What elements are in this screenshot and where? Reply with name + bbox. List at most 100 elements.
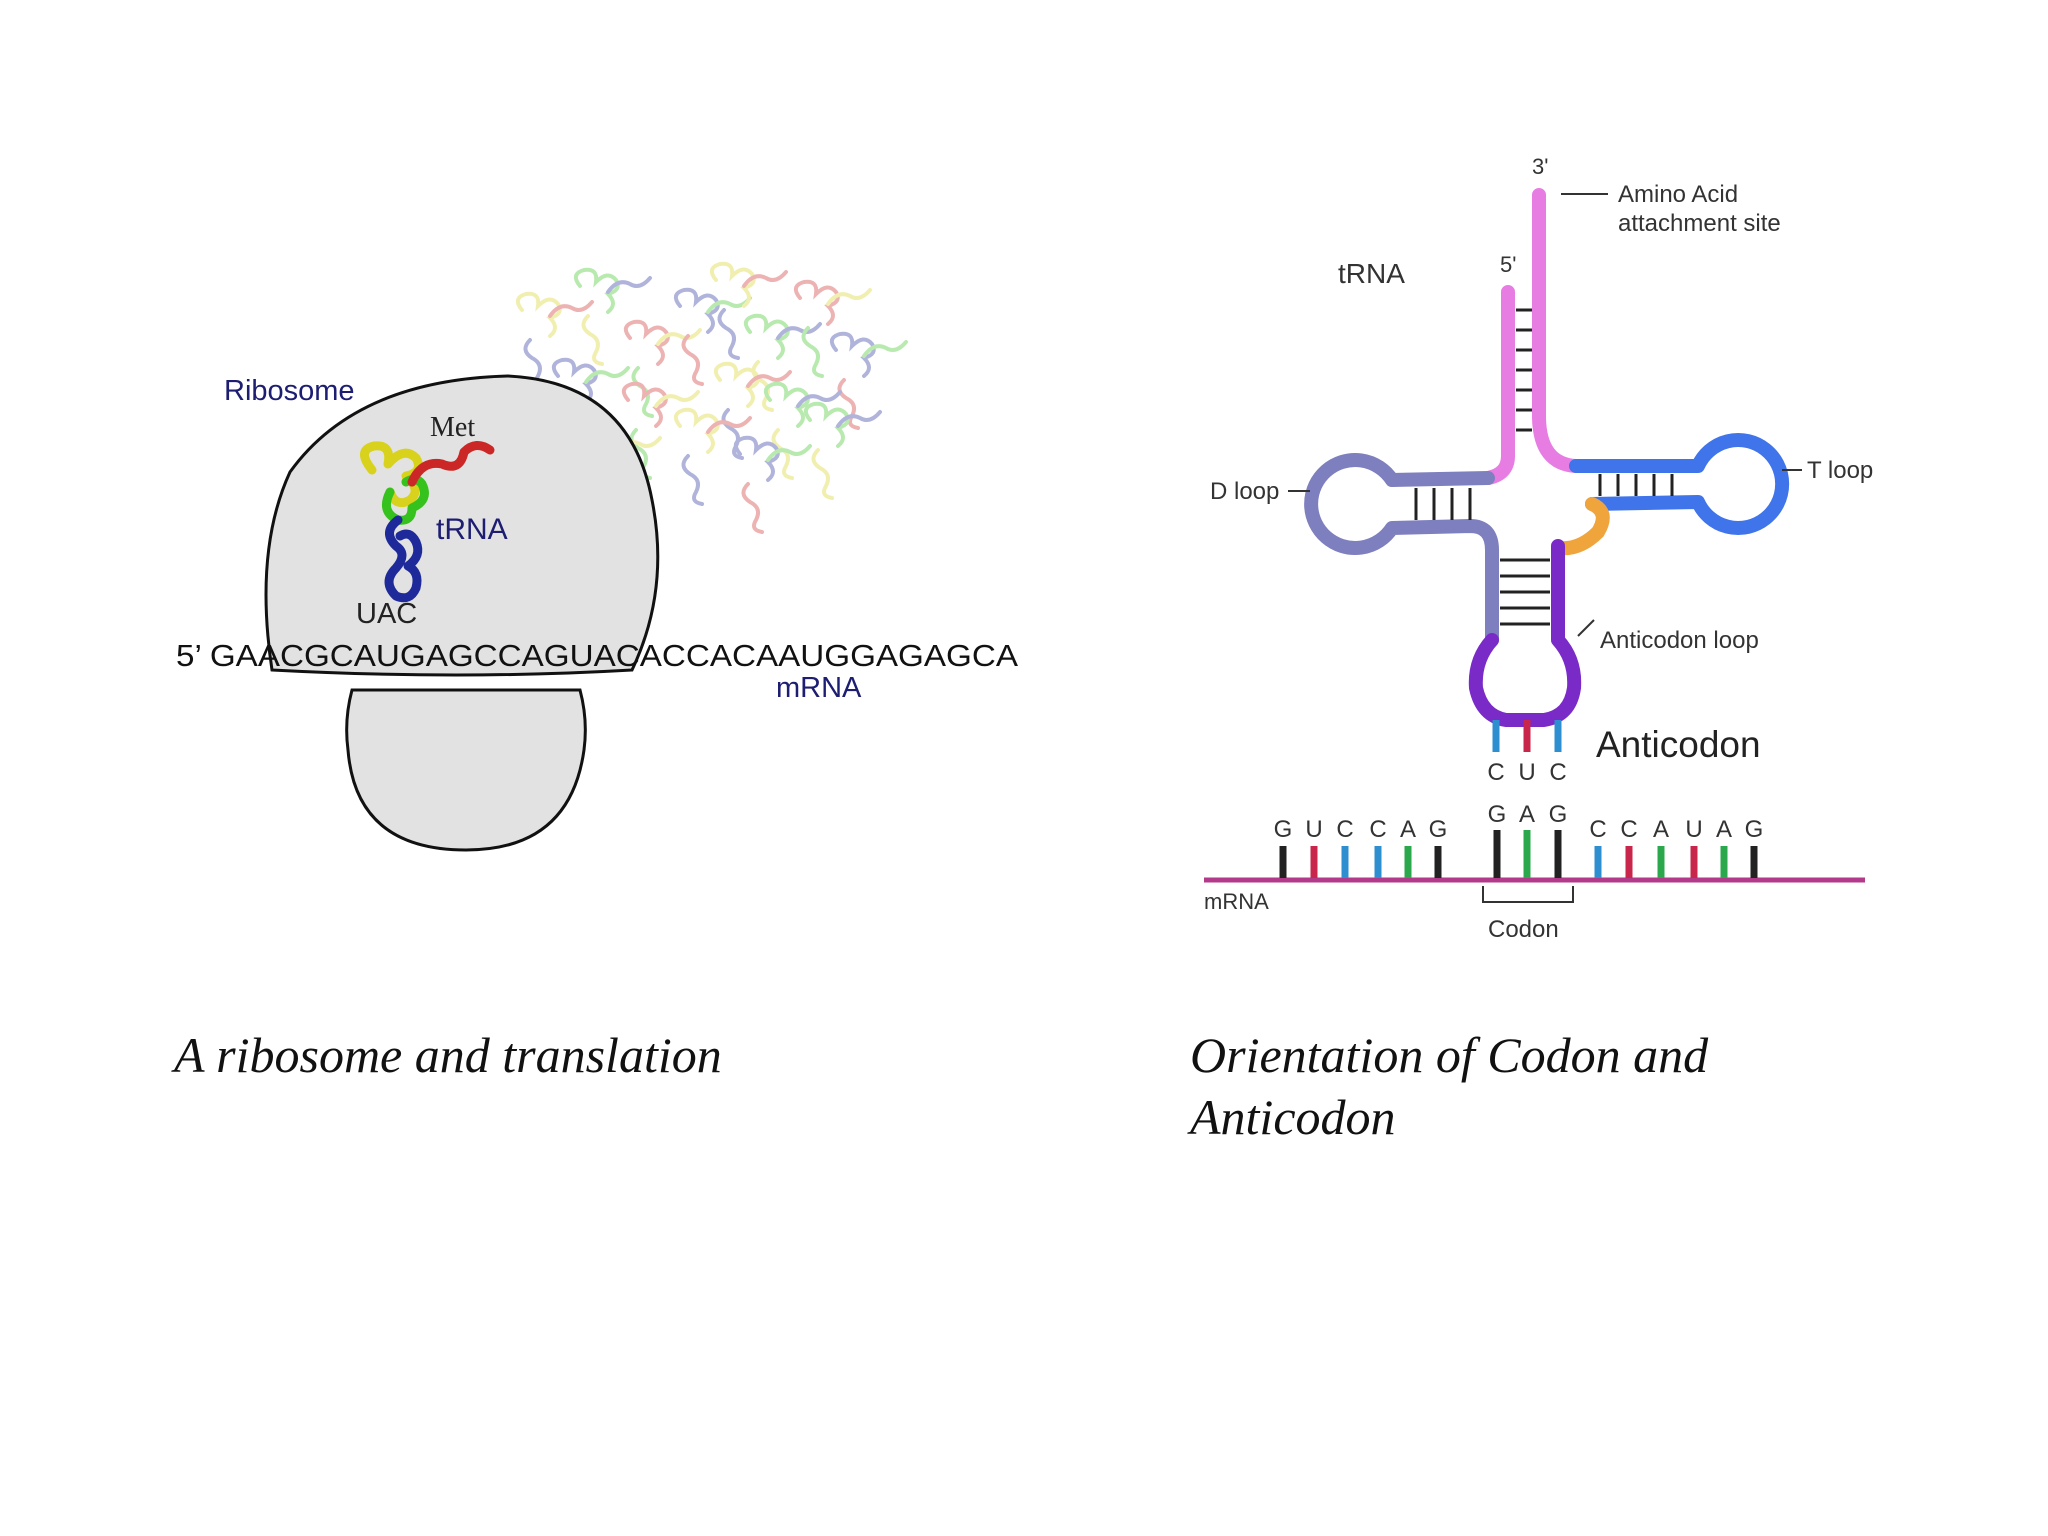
faded-trna	[793, 279, 840, 326]
anticodon-base-letter: C	[1549, 759, 1566, 786]
mrna-base-letter: G	[1429, 816, 1448, 843]
faded-trna	[515, 291, 562, 338]
mrna-base-letter: U	[1305, 816, 1322, 843]
faded-trna	[763, 381, 810, 428]
met-label: Met	[430, 412, 475, 443]
faded-trna-loop	[741, 482, 764, 534]
variable-loop	[1553, 497, 1610, 556]
faded-trna-loop	[717, 308, 740, 360]
codon-bracket	[1482, 886, 1574, 903]
t-arm	[1569, 433, 1790, 535]
mrna-base-letter: G	[1549, 801, 1568, 828]
mrna-label: mRNA	[776, 672, 862, 704]
trna-label: tRNA	[436, 513, 508, 546]
faded-trna-tail	[606, 276, 652, 294]
faded-trna	[733, 435, 780, 482]
trna-heading: tRNA	[1338, 258, 1405, 289]
faded-trna	[551, 357, 598, 404]
faded-trna-loop	[581, 314, 604, 366]
codon-label: Codon	[1488, 916, 1559, 943]
trna-molecule	[360, 441, 495, 603]
faded-trna-loop	[837, 378, 860, 430]
faded-trna	[621, 381, 668, 428]
amino-acid-label-line2: attachment site	[1618, 210, 1781, 237]
three-prime-label: 3'	[1532, 154, 1548, 179]
trna-green-segment	[381, 474, 429, 525]
faded-trna-tail	[548, 300, 594, 318]
mrna-base-letter: G	[1488, 801, 1507, 828]
d-arm-base-pairs	[1414, 488, 1472, 520]
acceptor-stem	[1481, 188, 1583, 485]
ribosome-small-subunit	[345, 688, 587, 852]
ribosome-diagram: Ribosome Met tRNA UAC 5’ GAACGCAUGAGCCAG…	[176, 261, 1018, 852]
mrna-base-letter: A	[1716, 816, 1732, 843]
mrna-base-letter: C	[1336, 816, 1353, 843]
left-figure-caption: A ribosome and translation	[174, 1024, 994, 1086]
faded-trna-loop	[681, 454, 704, 506]
d-loop-label: D loop	[1210, 478, 1279, 505]
faded-trna	[573, 267, 620, 314]
faded-trna-tail	[746, 370, 792, 388]
right-caption-line1: Orientation of Codon and	[1190, 1027, 1709, 1083]
mrna-base-letter: A	[1653, 816, 1669, 843]
faded-trna-tail	[706, 416, 752, 434]
mrna-label: mRNA	[1204, 889, 1269, 914]
anticodon-heading: Anticodon	[1596, 724, 1761, 765]
anticodon-loop-label: Anticodon loop	[1600, 627, 1759, 654]
faded-trna-tail	[836, 410, 882, 428]
right-caption-line2: Anticodon	[1190, 1089, 1396, 1145]
right-figure-caption: Orientation of Codon and Anticodon	[1190, 1024, 1850, 1148]
left-caption-text: A ribosome and translation	[174, 1027, 722, 1083]
acceptor-stem-base-pairs	[1516, 308, 1532, 432]
faded-trna-tail	[742, 270, 788, 288]
faded-trna-loop	[721, 408, 744, 460]
d-arm	[1304, 453, 1499, 647]
mrna-base-letter: C	[1369, 816, 1386, 843]
anticodon-loop-leader	[1577, 619, 1595, 637]
faded-trna-loop	[681, 334, 704, 386]
faded-trna	[829, 331, 876, 378]
faded-trna	[713, 361, 760, 408]
faded-trna	[673, 407, 720, 454]
t-arm-base-pairs	[1598, 474, 1674, 496]
trna-yellow-segment	[360, 441, 423, 508]
faded-trna	[623, 319, 670, 366]
amino-acid-label-line1: Amino Acid	[1618, 181, 1738, 208]
faded-trna-loop	[751, 360, 774, 412]
faded-trna-tail	[826, 288, 872, 306]
faded-trna-tail	[766, 444, 812, 462]
faded-trna	[709, 261, 756, 308]
mrna-base-letter: U	[1685, 816, 1702, 843]
ribosome-label: Ribosome	[224, 375, 355, 407]
faded-trna-loop	[801, 326, 824, 378]
faded-trna-loop	[811, 448, 834, 500]
faded-trna-tail	[656, 328, 702, 346]
anticodon-base-letter: U	[1518, 759, 1535, 786]
mrna-base-letter: G	[1274, 816, 1293, 843]
faded-trna-loop	[771, 428, 794, 480]
faded-trna-tail	[654, 390, 700, 408]
five-prime-label: 5'	[1500, 252, 1516, 277]
faded-trna-tail	[796, 390, 842, 408]
mrna-base-letter: C	[1620, 816, 1637, 843]
faded-trna-tail	[584, 366, 630, 384]
trna-blue-segment	[384, 515, 423, 603]
anticodon-arm	[1468, 539, 1582, 727]
faded-trna-tail	[706, 296, 752, 314]
anticodon-stem-base-pairs	[1500, 558, 1550, 626]
faded-trna-tail	[862, 340, 908, 358]
mrna-base-letter: C	[1589, 816, 1606, 843]
faded-trna	[673, 287, 720, 334]
t-loop-label: T loop	[1807, 457, 1873, 484]
trna-red-segment	[407, 441, 495, 487]
faded-trna	[803, 401, 850, 448]
faded-trna-loop	[631, 366, 654, 418]
anticodon-label: UAC	[356, 598, 417, 630]
faded-trna-tail	[776, 322, 822, 340]
faded-trna	[743, 313, 790, 360]
mrna-base-letter: G	[1745, 816, 1764, 843]
anticodon-base-letter: C	[1487, 759, 1504, 786]
mrna-sequence: 5’ GAACGCAUGAGCCAGUACACCACAAUGGAGAGCA	[176, 638, 1018, 673]
